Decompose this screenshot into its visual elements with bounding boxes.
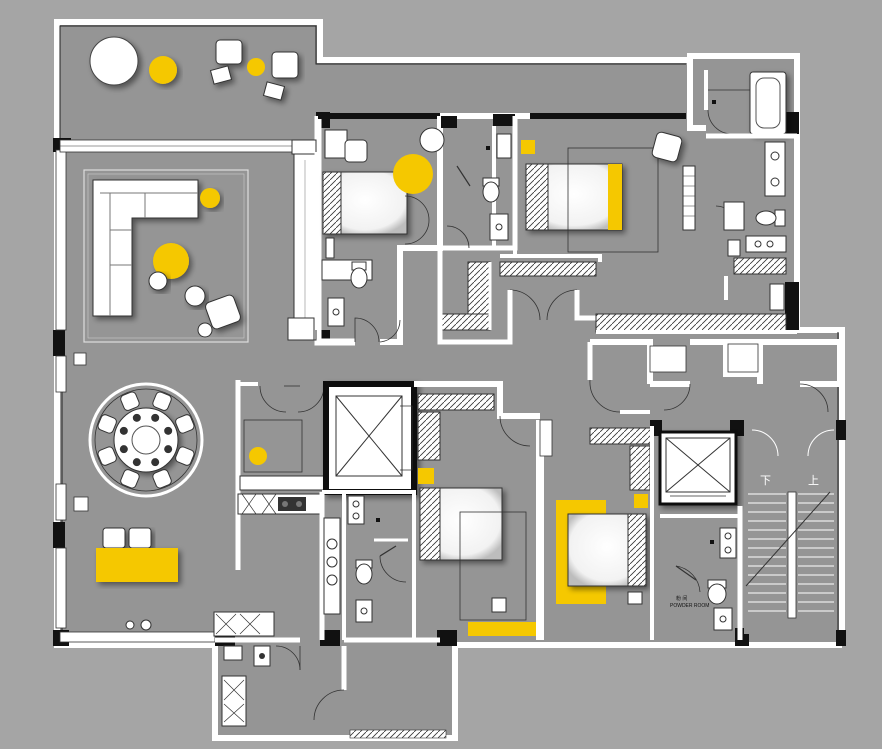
dining-chair-icon <box>97 414 117 434</box>
dining-chair-icon <box>120 469 140 489</box>
kitchen-area <box>235 380 325 570</box>
toilet-icon <box>350 261 368 289</box>
side-table-icon <box>247 58 265 76</box>
sink-icon <box>327 297 345 327</box>
sink-icon <box>713 607 733 631</box>
staircase-icon: 下 上 <box>744 424 836 634</box>
stair-treads <box>748 493 834 612</box>
armchair-icon <box>262 51 299 101</box>
coffee-table-icon <box>153 243 189 279</box>
stove-icon <box>237 493 323 515</box>
sink-icon <box>489 213 509 241</box>
stool-icon <box>249 447 267 465</box>
living-room <box>83 169 249 343</box>
bed-icon <box>419 487 503 561</box>
elevator-icon <box>323 381 417 495</box>
armchair-icon <box>651 131 683 163</box>
side-table-icon <box>393 154 433 194</box>
washing-machine-icon <box>326 538 338 586</box>
bathtub-icon <box>749 71 787 135</box>
dining-chair-icon <box>175 414 195 434</box>
side-table-icon <box>200 188 220 208</box>
dining-chair-icon <box>97 446 117 466</box>
place-setting-icon <box>151 458 160 467</box>
stair-down-label: 下 <box>760 475 771 487</box>
bed-icon <box>322 171 408 235</box>
stair-up-label: 上 <box>808 474 819 487</box>
powder-room-cn-label: 粉 间 <box>676 595 687 602</box>
armchair-icon <box>205 294 241 330</box>
place-setting-icon <box>151 413 160 422</box>
toilet-icon <box>707 579 727 605</box>
yellow-bench-icon <box>96 548 178 582</box>
bench-area <box>96 527 178 631</box>
dining-chair-icon <box>152 391 172 411</box>
toilet-icon <box>482 177 500 203</box>
dining-chair-icon <box>152 469 172 489</box>
bedroom-bottom-center <box>408 381 553 640</box>
bed-icon <box>567 513 647 587</box>
bathroom-bottom-left <box>319 490 408 640</box>
armchair-icon <box>209 39 243 85</box>
sink-icon <box>355 599 373 623</box>
bed-icon <box>525 163 623 231</box>
side-table-icon <box>197 322 213 338</box>
rug <box>83 169 249 343</box>
place-setting-icon <box>132 458 141 467</box>
place-setting-icon <box>164 426 173 435</box>
elevator-icon <box>658 430 738 506</box>
service-area <box>213 611 447 739</box>
dining-chairs <box>97 391 195 489</box>
wardrobe-icon <box>595 313 787 333</box>
yellow-bench-icon <box>468 622 540 636</box>
coffee-table-icon <box>148 271 168 291</box>
dining-chair-icon <box>120 391 140 411</box>
master-bedroom <box>287 113 445 346</box>
dining-chair-icon <box>175 446 195 466</box>
toilet-icon <box>755 209 786 227</box>
left-windows <box>55 149 67 629</box>
powder-room-en-label: POWDER ROOM <box>670 603 709 609</box>
corridor-walls <box>590 339 843 387</box>
sofa-icon <box>92 179 199 317</box>
bedroom-top-right <box>499 113 696 345</box>
powder-room: 粉 间 POWDER ROOM <box>660 506 743 640</box>
place-setting-icon <box>164 445 173 454</box>
place-setting-icon <box>132 413 141 422</box>
toilet-icon <box>355 559 373 585</box>
sink-icon <box>764 141 786 197</box>
side-table-icon <box>184 285 206 307</box>
round-table-icon <box>113 407 179 473</box>
pillar <box>73 496 89 512</box>
side-table-icon <box>149 56 177 84</box>
pillar <box>73 352 87 366</box>
bathroom-top-right <box>687 60 797 311</box>
place-setting-icon <box>119 445 128 454</box>
bedroom-bottom-right <box>556 426 654 640</box>
dining-area <box>88 382 204 498</box>
place-setting-icon <box>119 426 128 435</box>
lamp-icon <box>419 127 445 153</box>
round-table-icon <box>89 36 139 86</box>
window-sill <box>59 631 216 643</box>
